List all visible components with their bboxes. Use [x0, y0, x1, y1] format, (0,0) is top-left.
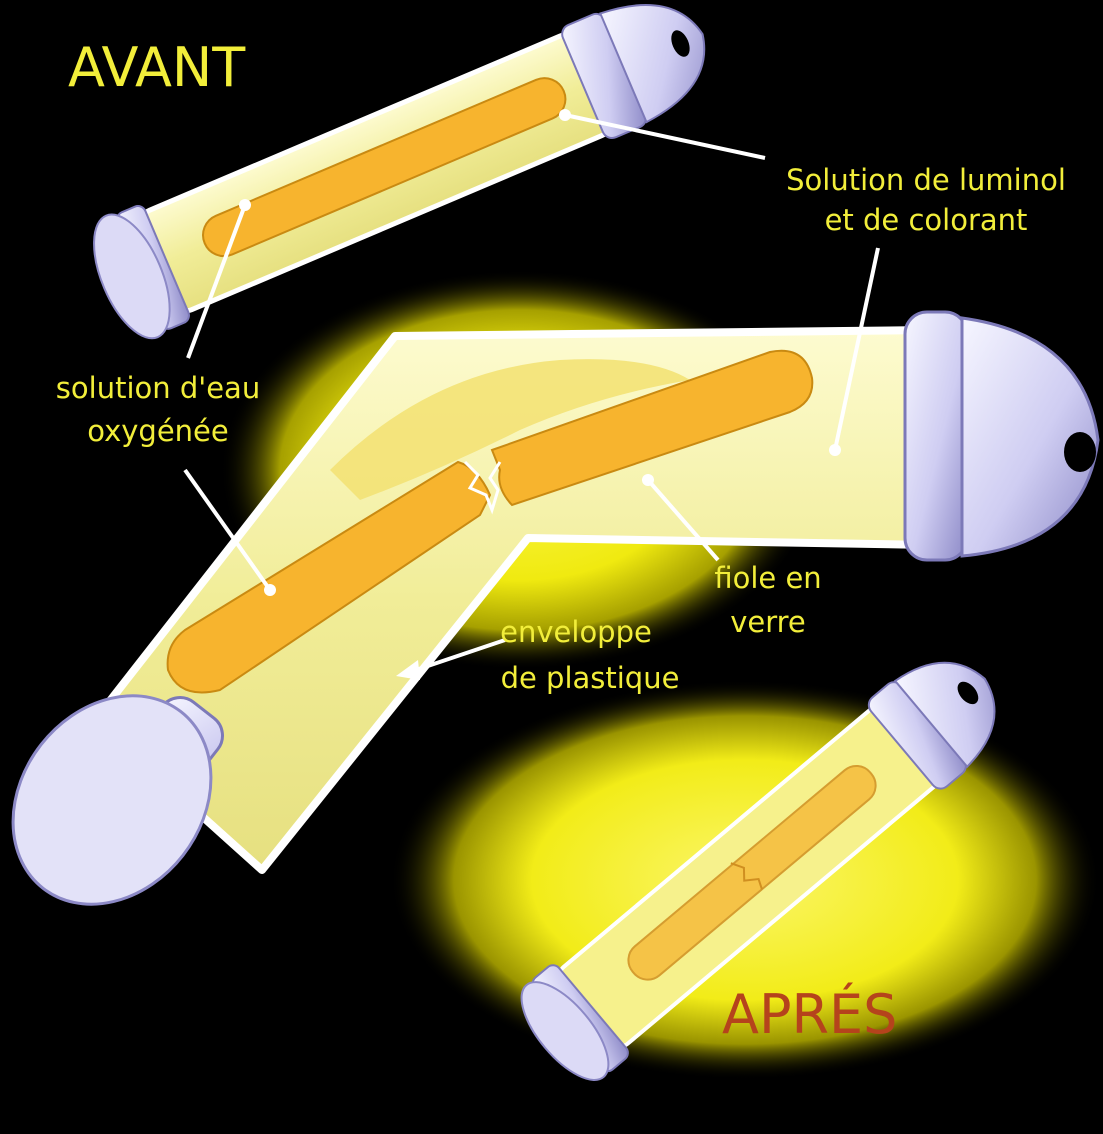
title-after: APRÉS: [722, 983, 897, 1046]
leader-peroxide-center-dot: [264, 584, 276, 596]
label-vial-2: verre: [730, 605, 806, 639]
label-vial-1: fiole en: [714, 561, 821, 595]
bent-stick-loop-hole: [1064, 432, 1096, 472]
leader-luminol-center-dot: [829, 444, 841, 456]
title-before: AVANT: [68, 36, 246, 99]
leader-vial-dot: [642, 474, 654, 486]
bent-stick-right-collar: [905, 312, 967, 560]
label-luminol-2: et de colorant: [825, 203, 1028, 237]
label-casing-2: de plastique: [501, 661, 680, 695]
label-luminol-1: Solution de luminol: [786, 163, 1066, 197]
label-peroxide-2: oxygénée: [87, 414, 229, 448]
label-casing-1: enveloppe: [500, 615, 652, 649]
leader-luminol-top-dot: [559, 109, 571, 121]
leader-peroxide-top-dot: [239, 199, 251, 211]
label-peroxide-1: solution d'eau: [56, 371, 260, 405]
